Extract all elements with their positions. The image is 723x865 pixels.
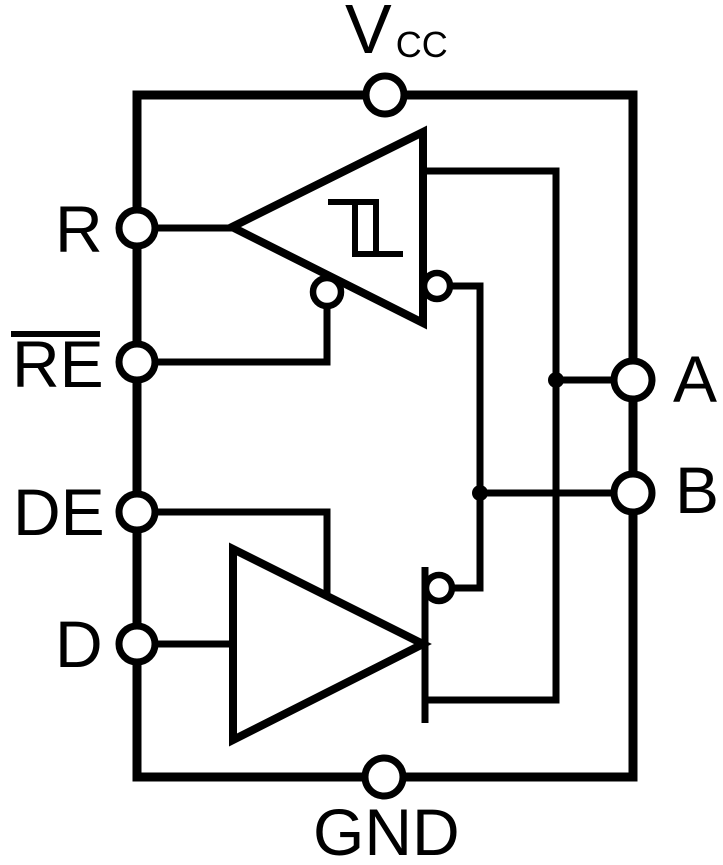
label-de: DE (13, 475, 105, 549)
label-a: A (673, 342, 717, 416)
pin-a (610, 357, 656, 403)
label-d: D (55, 607, 103, 681)
driver-triangle (229, 542, 432, 747)
wire-re-enable (150, 306, 331, 366)
driver-buffer (229, 542, 456, 747)
label-vcc: V CC (345, 0, 448, 68)
pin-vcc (362, 72, 408, 118)
driver-inverting-output-bubble-icon (422, 571, 456, 605)
pin-b (610, 470, 656, 516)
label-b: B (675, 453, 719, 527)
wire-a-net (423, 167, 560, 704)
receiver-enable-bubble-icon (309, 274, 345, 310)
wire-de-enable (150, 508, 331, 596)
pin-re (115, 340, 159, 384)
pin-de (115, 490, 159, 534)
labels: V CC R RE DE D A B GND (11, 0, 719, 865)
hysteresis-icon (328, 199, 403, 257)
label-r: R (55, 192, 103, 266)
receiver-buffer (223, 125, 454, 330)
pin-r (115, 206, 159, 250)
pins (115, 72, 656, 800)
junction-dot-b (472, 485, 488, 501)
pin-gnd (361, 754, 407, 800)
wires (150, 167, 633, 704)
pin-d (115, 622, 159, 666)
receiver-inverting-input-bubble-icon (420, 269, 454, 303)
label-re: RE (12, 327, 104, 401)
label-gnd: GND (313, 795, 460, 865)
wire-b-net (450, 282, 484, 592)
junction-dot-a (548, 372, 564, 388)
